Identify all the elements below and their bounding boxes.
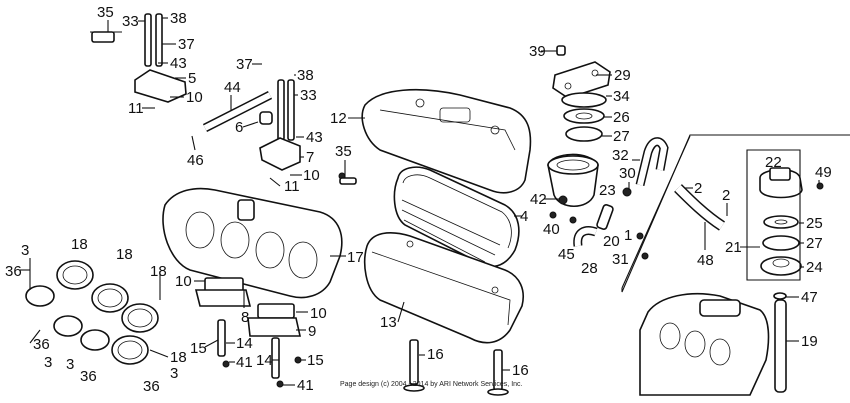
label-34: 34 — [613, 88, 630, 105]
label-22: 22 — [765, 154, 782, 171]
hose-48 — [674, 184, 726, 250]
bracket-7 — [259, 137, 301, 171]
label-30: 30 — [619, 165, 636, 182]
label-1: 1 — [624, 227, 632, 244]
label-40: 40 — [543, 221, 560, 238]
label-10: 10 — [310, 305, 327, 322]
label-37: 37 — [236, 56, 253, 73]
air-cleaner-case — [364, 232, 524, 344]
label-3: 3 — [44, 354, 52, 371]
air-cleaner-cover — [348, 88, 532, 194]
label-6: 6 — [235, 119, 243, 136]
label-33: 33 — [300, 87, 317, 104]
breather-separator — [547, 153, 599, 208]
cylinder-head-cover — [162, 187, 346, 299]
small-hardware — [91, 31, 824, 388]
label-13: 13 — [380, 314, 397, 331]
label-36: 36 — [33, 336, 50, 353]
label-20: 20 — [603, 233, 620, 250]
label-36: 36 — [80, 368, 97, 385]
label-5: 5 — [188, 70, 196, 87]
hose-28 — [573, 226, 598, 247]
label-4: 4 — [520, 208, 528, 225]
label-10: 10 — [303, 167, 320, 184]
label-10: 10 — [186, 89, 203, 106]
breather-hose — [635, 137, 669, 187]
label-46: 46 — [187, 152, 204, 169]
inset-engine — [639, 292, 770, 396]
label-27: 27 — [806, 235, 823, 252]
label-21: 21 — [725, 239, 742, 256]
label-35: 35 — [97, 4, 114, 21]
label-18: 18 — [116, 246, 133, 263]
bar-44 — [202, 90, 273, 133]
label-49: 49 — [815, 164, 832, 181]
label-37: 37 — [178, 36, 195, 53]
label-47: 47 — [801, 289, 818, 306]
label-42: 42 — [530, 191, 547, 208]
label-41: 41 — [297, 377, 314, 394]
label-44: 44 — [224, 79, 241, 96]
label-39: 39 — [529, 43, 546, 60]
label-3: 3 — [170, 365, 178, 382]
label-16: 16 — [512, 362, 529, 379]
copyright-notice: Page design (c) 2004 - 2014 by ARI Netwo… — [340, 381, 523, 388]
label-12: 12 — [330, 110, 347, 127]
label-15: 15 — [190, 340, 207, 357]
label-31: 31 — [612, 251, 629, 268]
label-7: 7 — [306, 149, 314, 166]
label-36: 36 — [143, 378, 160, 395]
label-45: 45 — [558, 246, 575, 263]
label-35: 35 — [335, 143, 352, 160]
label-19: 19 — [801, 333, 818, 350]
breather-cover-stack — [552, 45, 611, 142]
label-11: 11 — [284, 178, 300, 195]
label-38: 38 — [170, 10, 187, 27]
label-24: 24 — [806, 259, 823, 276]
label-16: 16 — [427, 346, 444, 363]
label-26: 26 — [613, 109, 630, 126]
label-14: 14 — [256, 352, 273, 369]
leader-lines — [20, 17, 820, 386]
carb-insulators — [25, 260, 159, 365]
label-33: 33 — [122, 13, 139, 30]
label-3: 3 — [66, 356, 74, 373]
label-28: 28 — [581, 260, 598, 277]
label-25: 25 — [806, 215, 823, 232]
label-10: 10 — [175, 273, 192, 290]
label-15: 15 — [307, 352, 324, 369]
hose-20 — [596, 204, 614, 230]
label-36: 36 — [5, 263, 22, 280]
label-43: 43 — [170, 55, 187, 72]
label-14: 14 — [236, 335, 253, 352]
label-41: 41 — [236, 354, 253, 371]
label-18: 18 — [150, 263, 167, 280]
label-2: 2 — [694, 180, 702, 197]
part-labels: 35 33 38 37 43 5 10 11 44 6 46 37 38 33 … — [5, 4, 832, 395]
label-29: 29 — [614, 67, 631, 84]
label-18: 18 — [170, 349, 187, 366]
label-17: 17 — [347, 249, 364, 266]
label-23: 23 — [599, 182, 616, 199]
label-9: 9 — [308, 323, 316, 340]
bracket-5 — [134, 69, 187, 103]
label-18: 18 — [71, 236, 88, 253]
label-32: 32 — [612, 147, 629, 164]
label-38: 38 — [297, 67, 314, 84]
label-2: 2 — [722, 187, 730, 204]
label-43: 43 — [306, 129, 323, 146]
label-8: 8 — [241, 309, 249, 326]
label-48: 48 — [697, 252, 714, 269]
inset-breather-assembly — [746, 149, 803, 393]
label-27: 27 — [613, 128, 630, 145]
inset-border — [621, 134, 850, 293]
air-filter-element — [393, 166, 522, 268]
label-11: 11 — [128, 100, 144, 117]
label-3: 3 — [21, 242, 29, 259]
